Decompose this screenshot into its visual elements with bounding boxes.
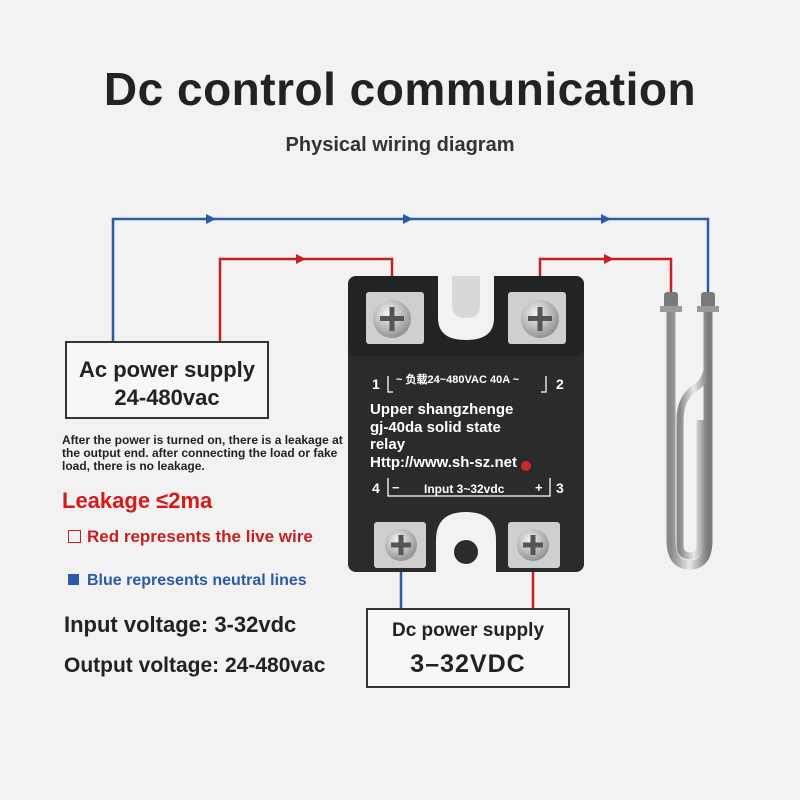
input-rating-label: Input 3~32vdc — [424, 482, 505, 496]
relay-url: Http://www.sh-sz.net — [370, 454, 517, 471]
terminal-2-label: 2 — [556, 376, 564, 392]
legend-live-text: Red represents the live wire — [87, 527, 313, 546]
neutral-wire — [111, 214, 710, 341]
legend-live: Red represents the live wire — [68, 527, 313, 547]
dc-supply-label: Dc power supply — [391, 620, 545, 641]
terminal-3-label: 3 — [556, 480, 564, 496]
input-voltage-spec: Input voltage: 3-32vdc — [64, 612, 297, 637]
page-subtitle: Physical wiring diagram — [285, 134, 515, 156]
ac-power-supply-box: Ac power supply 24-480vac — [65, 341, 269, 419]
flow-arrow-icon — [601, 214, 611, 224]
screw-icon — [517, 529, 549, 561]
terminal-4-label: 4 — [372, 480, 380, 496]
ac-supply-label: Ac power supply — [78, 357, 256, 382]
relay-brand-line2: gj-40da solid state — [370, 419, 501, 436]
legend-neutral-text: Blue represents neutral lines — [87, 572, 307, 589]
terminal-1-label: 1 — [372, 376, 380, 392]
dc-supply-voltage: 3–32VDC — [410, 650, 526, 678]
leakage-note: After the power is turned on, there is a… — [62, 433, 343, 473]
blue-square-icon — [68, 574, 79, 585]
page-title: Dc control communication — [103, 63, 697, 115]
dc-power-supply-box: Dc power supply 3–32VDC — [366, 608, 570, 688]
screw-icon — [373, 300, 411, 338]
flow-arrow-icon — [403, 214, 413, 224]
flow-arrow-icon — [206, 214, 216, 224]
solid-state-relay — [348, 276, 584, 572]
ac-supply-voltage: 24-480vac — [114, 385, 220, 410]
relay-brand-line3: relay — [370, 436, 406, 453]
red-square-icon — [68, 530, 81, 543]
input-minus-label: − — [392, 480, 400, 495]
screw-icon — [521, 300, 559, 338]
relay-brand-line1: Upper shangzhenge — [370, 401, 514, 418]
input-plus-label: + — [535, 480, 543, 495]
status-led-icon — [521, 461, 531, 471]
output-voltage-spec: Output voltage: 24-480vac — [64, 654, 326, 677]
flow-arrow-icon — [296, 254, 306, 264]
load-rating-label: ~ 负载24~480VAC 40A ~ — [396, 374, 520, 386]
flow-arrow-icon — [604, 254, 614, 264]
screw-icon — [385, 529, 417, 561]
heating-element-icon — [660, 292, 719, 570]
leakage-value: Leakage ≤2ma — [62, 488, 213, 513]
legend-neutral: Blue represents neutral lines — [68, 572, 307, 590]
